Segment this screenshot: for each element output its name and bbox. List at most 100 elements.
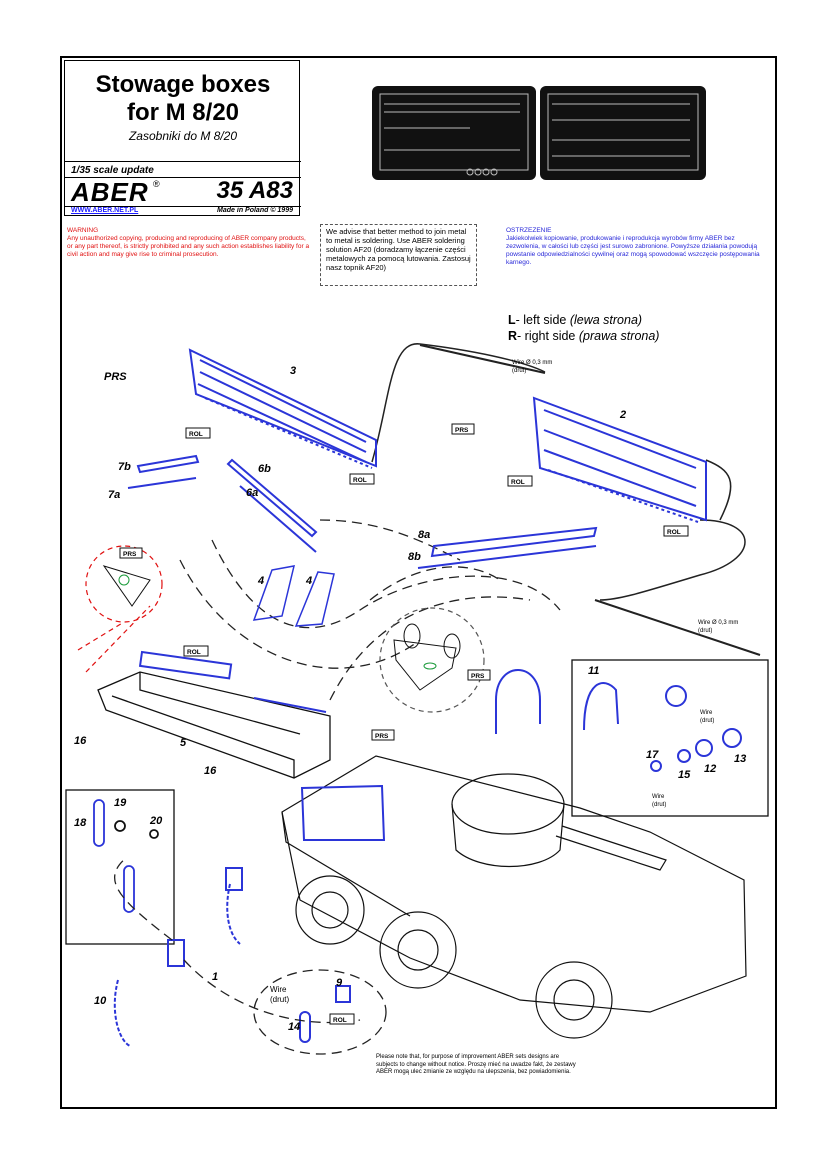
part-labels: 3 2 7b 7a 6b 6a 8a 8b 4 4 5 16 16 11 17 … — [74, 360, 746, 1033]
label-part-16a: 16 — [74, 735, 87, 747]
wire-dia-label-top: Wire Ø 0,3 mm — [512, 360, 552, 366]
right-code: R — [508, 329, 518, 343]
rol-box-2b-text: ROL — [667, 529, 681, 536]
assembly-guides-lower — [114, 857, 387, 1055]
prs-detail-right — [393, 623, 461, 691]
label-part-15: 15 — [678, 769, 691, 781]
prs-box-vehicle: PRS — [371, 729, 395, 741]
side-legend: L- left side (lewa strona) R- right side… — [508, 312, 659, 344]
label-part-1: 1 — [212, 971, 218, 983]
part-18-20-box — [65, 789, 175, 945]
wire-pl-label-11: (drut) — [700, 718, 714, 724]
label-part-7b: 7b — [118, 461, 131, 473]
prs-box-detail-right-text: PRS — [471, 673, 485, 680]
rol-box-3b-text: ROL — [353, 477, 367, 484]
page-frame — [60, 56, 777, 1109]
registered-mark: ® — [153, 179, 160, 189]
label-prs-left: PRS — [104, 371, 127, 383]
label-part-3: 3 — [290, 365, 296, 377]
label-part-8b: 8b — [408, 551, 421, 563]
page-title: Stowage boxes for M 8/20 — [65, 71, 301, 127]
warning-heading: WARNING — [67, 227, 99, 234]
label-part-11: 11 — [588, 665, 599, 677]
rol-box-5: ROL — [183, 645, 209, 657]
wire-pl-label-14: (drut) — [270, 995, 289, 1004]
divider — [65, 177, 301, 178]
ostrzezenie-text: Jakiekolwiek kopiowanie, produkowanie i … — [506, 235, 760, 266]
footer-note: Please note that, for purpose of improve… — [376, 1054, 576, 1075]
ostrzezenie-heading: OSTRZEZENIE — [506, 227, 552, 234]
rol-box-9-text: ROL — [333, 1017, 347, 1024]
prs-box-2: PRS — [451, 423, 475, 435]
rol-box-3b: ROL — [349, 473, 375, 485]
brand-logo: ABER — [71, 177, 149, 207]
label-part-18: 18 — [74, 817, 87, 829]
detail-circles — [77, 545, 485, 713]
advice-text: We advise that better method to join met… — [326, 227, 471, 272]
label-part-13: 13 — [734, 753, 746, 765]
rol-box-3a-text: ROL — [189, 431, 203, 438]
label-part-12: 12 — [704, 763, 716, 775]
part-4-plates — [252, 565, 335, 627]
label-part-19: 19 — [114, 797, 127, 809]
part-11-17-box — [571, 659, 769, 817]
ostrzezenie-block: OSTRZEZENIE Jakiekolwiek kopiowanie, pro… — [506, 227, 768, 267]
label-part-5: 5 — [180, 737, 187, 749]
label-part-8a: 8a — [418, 529, 430, 541]
part-2-lid — [532, 396, 707, 523]
wire-pl-label-right: (drut) — [698, 628, 712, 634]
label-part-4a: 4 — [257, 575, 264, 587]
wire-label-11: Wire — [700, 710, 713, 716]
label-part-7a: 7a — [108, 489, 120, 501]
wire-pl-label-17: (drut) — [652, 802, 666, 808]
label-part-20: 20 — [149, 815, 163, 827]
label-part-10: 10 — [94, 995, 107, 1007]
title-box: Stowage boxes for M 8/20 Zasobniki do M … — [64, 60, 301, 216]
prs-box-detail-right: PRS — [467, 669, 491, 681]
wire-dia-label-right: Wire Ø 0,3 mm — [698, 620, 738, 626]
label-part-16b: 16 — [204, 765, 217, 777]
wire-lines — [371, 343, 761, 656]
rol-box-9: ROL — [329, 1013, 355, 1025]
rol-box-2a-text: ROL — [511, 479, 525, 486]
divider — [65, 161, 301, 162]
scale-label: 1/35 scale update — [71, 165, 154, 176]
warning-text: Any unauthorized copying, producing and … — [67, 235, 310, 258]
prs-box-detail-left-text: PRS — [123, 551, 137, 558]
left-text-pl: (lewa strona) — [569, 313, 643, 327]
right-text-pl: (prawa strona) — [578, 329, 660, 343]
left-code: L — [508, 313, 516, 327]
divider — [65, 206, 301, 207]
part-3-lid — [188, 348, 377, 469]
prs-box-2-text: PRS — [455, 427, 469, 434]
soldering-advice: We advise that better method to join met… — [320, 224, 477, 286]
strip-parts — [127, 454, 598, 569]
parts-18-20 — [93, 799, 159, 913]
part-5-box — [97, 650, 331, 779]
left-text: - left side — [515, 313, 570, 327]
wire-label-17: Wire — [652, 794, 665, 800]
rol-box-2a: ROL — [507, 475, 533, 487]
chain-parts — [113, 867, 351, 1047]
rol-box-5-text: ROL — [187, 649, 201, 656]
title-line-1: Stowage boxes — [95, 71, 271, 98]
fret-photo — [372, 86, 706, 180]
parts-11-17 — [495, 669, 742, 772]
subtitle: Zasobniki do M 8/20 — [128, 129, 238, 143]
title-line-2: for M 8/20 — [126, 99, 240, 126]
website-link[interactable]: WWW.ABER.NET.PL — [71, 207, 139, 214]
made-in-label: Made in Poland © 1999 — [217, 207, 293, 214]
right-text: - right side — [517, 329, 579, 343]
label-part-14: 14 — [288, 1021, 300, 1033]
label-part-9: 9 — [336, 977, 343, 989]
wire-label-14: Wire — [270, 985, 287, 994]
prs-box-detail-left: PRS — [119, 547, 143, 559]
label-part-17: 17 — [646, 749, 659, 761]
label-part-6b: 6b — [258, 463, 271, 475]
prs-detail-left — [102, 565, 151, 607]
vehicle-m820 — [281, 755, 747, 1039]
warning-block: WARNING Any unauthorized copying, produc… — [67, 227, 312, 259]
label-part-2: 2 — [619, 409, 626, 421]
wire-pl-label-top: (drut) — [512, 368, 526, 374]
